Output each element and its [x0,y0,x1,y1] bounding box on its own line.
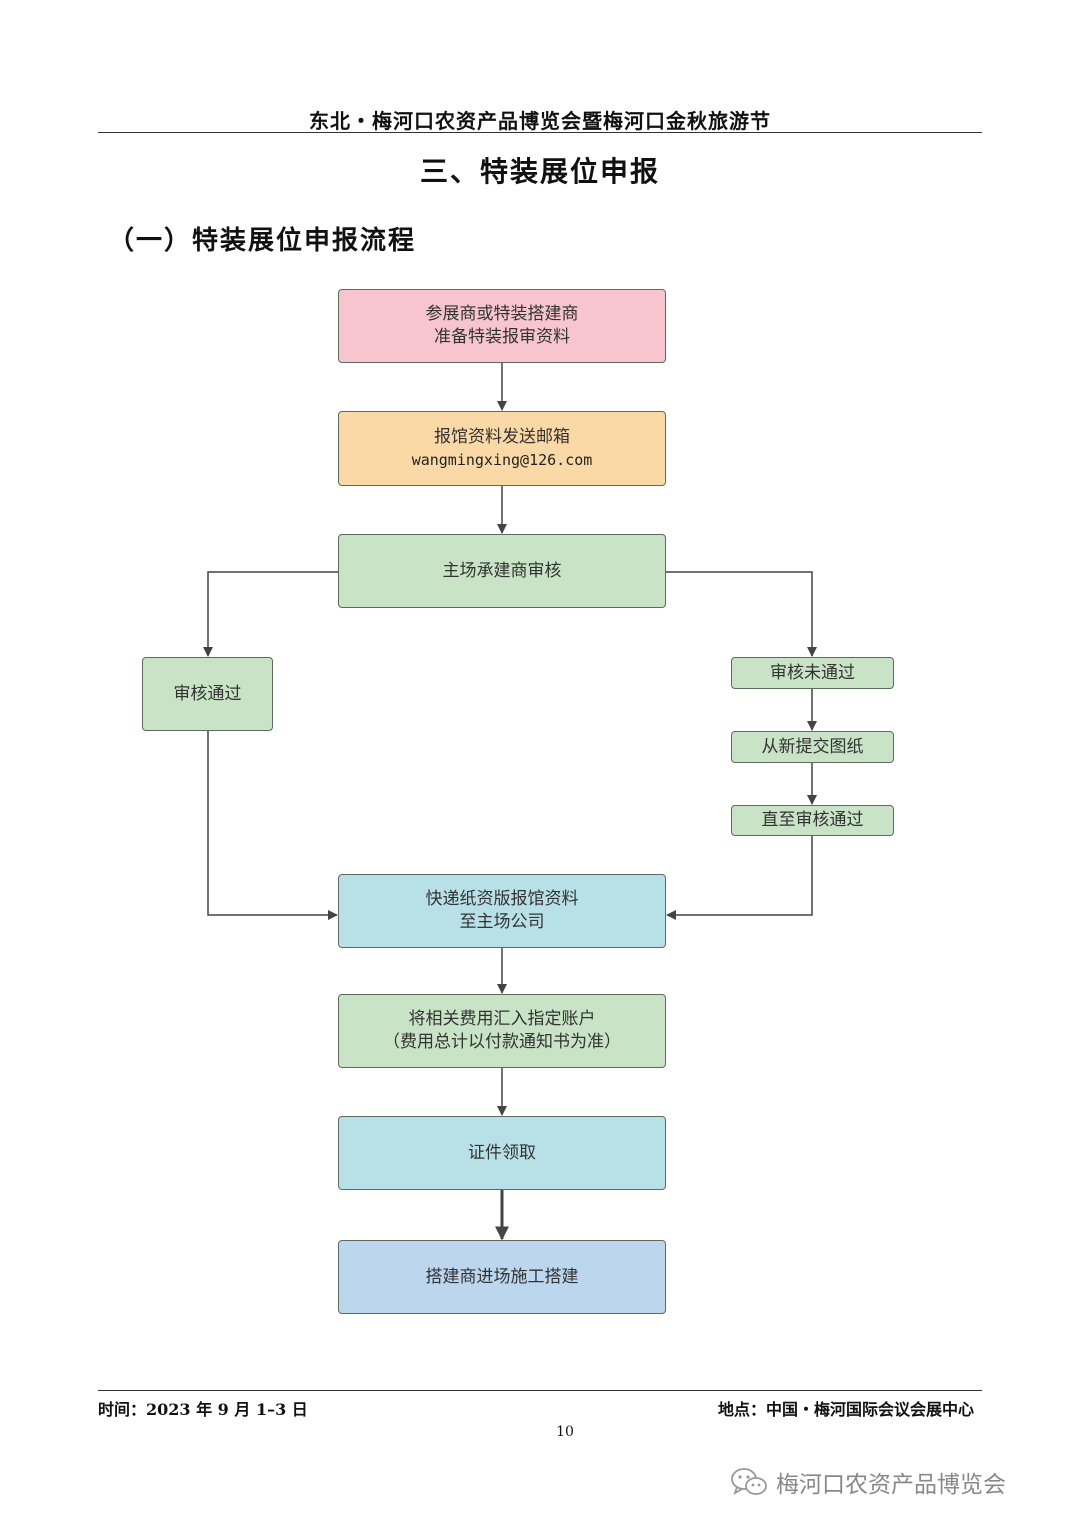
watermark-text: 梅河口农资产品博览会 [776,1472,1006,1498]
rejected-label: 审核未通过 [770,662,855,683]
step3-label: 主场承建商审核 [442,560,562,581]
step1-line1: 参展商或特装搭建商 [425,304,579,324]
section-title: 三、特装展位申报 [419,155,660,188]
resubmit-label: 从新提交图纸 [761,736,864,757]
header-divider [98,132,982,133]
step1-line2: 准备特装报审资料 [434,327,570,347]
until-pass-label: 直至审核通过 [761,810,864,830]
watermark: 梅河口农资产品博览会 [730,1462,1006,1502]
arrow-step3-to-rejected [666,571,817,657]
footer-time: 时间：2023 年 9 月 1–3 日 [98,1400,308,1419]
step6-label: 证件领取 [468,1142,536,1163]
arrow-approved-to-step4 [207,731,338,920]
approved-label: 审核通过 [173,683,242,704]
document-header-title: 东北・梅河口农资产品博览会暨梅河口金秋旅游节 [309,109,771,133]
flow-step-contractor-review: 主场承建商审核 [338,534,666,608]
flow-step-prepare-materials: 参展商或特装搭建商 准备特装报审资料 [338,289,666,363]
email-address: wangmingxing@126.com [411,450,593,469]
flow-step-pay-fees: 将相关费用汇入指定账户 （费用总计以付款通知书为准） [338,994,666,1068]
flow-step-send-email: 报馆资料发送邮箱 wangmingxing@126.com [338,411,666,486]
step5-line2: （费用总计以付款通知书为准） [383,1032,621,1052]
page-number: 10 [556,1424,574,1440]
flow-step-onsite-construction: 搭建商进场施工搭建 [338,1240,666,1314]
flow-step-until-approved: 直至审核通过 [731,805,894,836]
step4-line2: 至主场公司 [459,912,545,932]
wechat-icon [731,1468,767,1495]
flow-step-rejected: 审核未通过 [731,657,894,689]
footer-location: 地点：中国・梅河国际会议会展中心 [717,1400,974,1419]
footer-divider [98,1390,982,1391]
step5-line1: 将相关费用汇入指定账户 [408,1009,596,1029]
step7-label: 搭建商进场施工搭建 [425,1266,579,1287]
flow-step-resubmit-drawings: 从新提交图纸 [731,731,894,763]
flow-step-courier-materials: 快递纸资版报馆资料 至主场公司 [338,874,666,948]
arrow-until-pass-to-step4 [666,836,813,920]
step4-line1: 快递纸资版报馆资料 [425,889,579,909]
arrow-step3-to-approved [203,571,338,657]
flow-step-approved: 审核通过 [142,657,273,731]
flow-step-collect-credentials: 证件领取 [338,1116,666,1190]
subsection-title: （一）特装展位申报流程 [108,226,417,256]
step2-line1: 报馆资料发送邮箱 [434,426,570,447]
